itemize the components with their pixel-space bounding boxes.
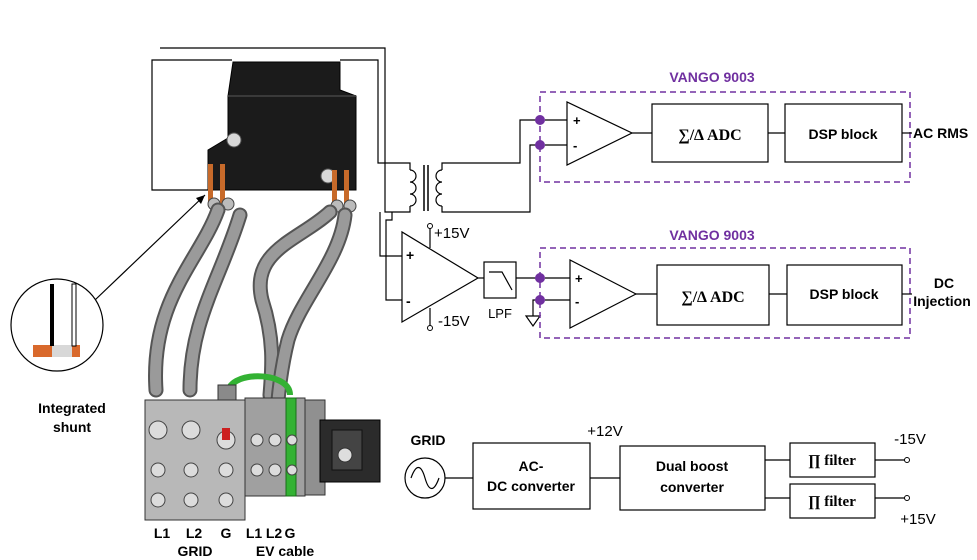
acdc-converter-block <box>472 442 591 510</box>
terminal-label-ev-l1: L1 <box>246 525 263 541</box>
bottom-dsp-label: DSP block <box>810 286 879 302</box>
transformer-icon <box>392 119 540 213</box>
diff-amplifier <box>401 230 480 324</box>
terminal-label-grid-l2: L2 <box>186 525 203 541</box>
screw-icon <box>226 132 242 148</box>
pi-filter-2-label: ∏ filter <box>808 494 856 510</box>
top-input-node <box>535 140 545 150</box>
terminal-label-ev-g: G <box>285 525 296 541</box>
shunt-label-1: Integrated <box>38 400 106 416</box>
top-opamp <box>566 101 634 166</box>
acdc-label-2: DC converter <box>487 478 575 494</box>
boost-label-1: Dual boost <box>656 458 729 474</box>
lpf-block <box>483 261 517 299</box>
dual-boost-block <box>619 445 766 511</box>
terminal-label-grid-g: G <box>221 525 232 541</box>
connector-housing <box>207 61 357 213</box>
amp-supply-pos: +15V <box>434 225 469 242</box>
bottom-opamp-minus: - <box>575 294 579 309</box>
acdc-label-1: AC- <box>519 458 544 474</box>
pi-filter-2 <box>789 483 876 519</box>
bottom-input-node <box>535 295 545 305</box>
out-pos-15v: +15V <box>900 511 935 528</box>
out-neg-15v: -15V <box>894 431 926 448</box>
shunt-zoom <box>10 194 206 372</box>
bottom-opamp <box>569 259 638 329</box>
lpf-label: LPF <box>488 306 512 321</box>
top-vango-title: VANGO 9003 <box>669 69 755 85</box>
lpf-response-icon <box>489 271 513 291</box>
top-vango-boundary <box>539 91 911 183</box>
top-input-node <box>535 115 545 125</box>
pi-filter-1-label: ∏ filter <box>808 453 856 469</box>
amp-supply-neg: -15V <box>438 313 470 330</box>
top-output-label: AC RMS <box>913 125 968 141</box>
bottom-dsp-block <box>786 264 903 326</box>
terminal-label-ev-l2: L2 <box>266 525 283 541</box>
bottom-vango-title: VANGO 9003 <box>669 227 755 243</box>
bottom-output-label-2: Injection <box>913 293 971 309</box>
terminal-label-grid-l1: L1 <box>154 525 171 541</box>
pi-filter-1 <box>789 442 876 478</box>
bottom-adc-block <box>656 264 770 326</box>
bottom-vango-boundary <box>539 247 911 339</box>
shunt-loop-wire <box>151 47 392 213</box>
top-opamp-plus: + <box>573 113 581 128</box>
top-adc-label: ∑/∆ ADC <box>678 127 741 144</box>
top-dsp-label: DSP block <box>809 126 878 142</box>
bottom-input-node <box>535 273 545 283</box>
top-dsp-block <box>784 103 903 163</box>
terminal-block <box>144 397 381 521</box>
amp-plus: + <box>406 247 414 263</box>
ground-icon <box>524 315 542 328</box>
bottom-opamp-plus: + <box>575 271 583 286</box>
amp-minus: - <box>406 293 411 309</box>
grid-caption: GRID <box>178 543 213 559</box>
cables <box>148 202 353 426</box>
power-grid-label: GRID <box>411 432 446 448</box>
top-opamp-minus: - <box>573 138 577 153</box>
rail-12v-label: +12V <box>587 423 622 440</box>
shunt-label-2: shunt <box>53 419 91 435</box>
ev-cable-caption: EV cable <box>256 543 315 559</box>
bottom-output-label-1: DC <box>934 275 954 291</box>
screw-icon <box>337 447 353 463</box>
boost-label-2: converter <box>660 479 724 495</box>
top-adc-block <box>651 103 769 163</box>
bottom-adc-label: ∑/∆ ADC <box>681 289 744 306</box>
